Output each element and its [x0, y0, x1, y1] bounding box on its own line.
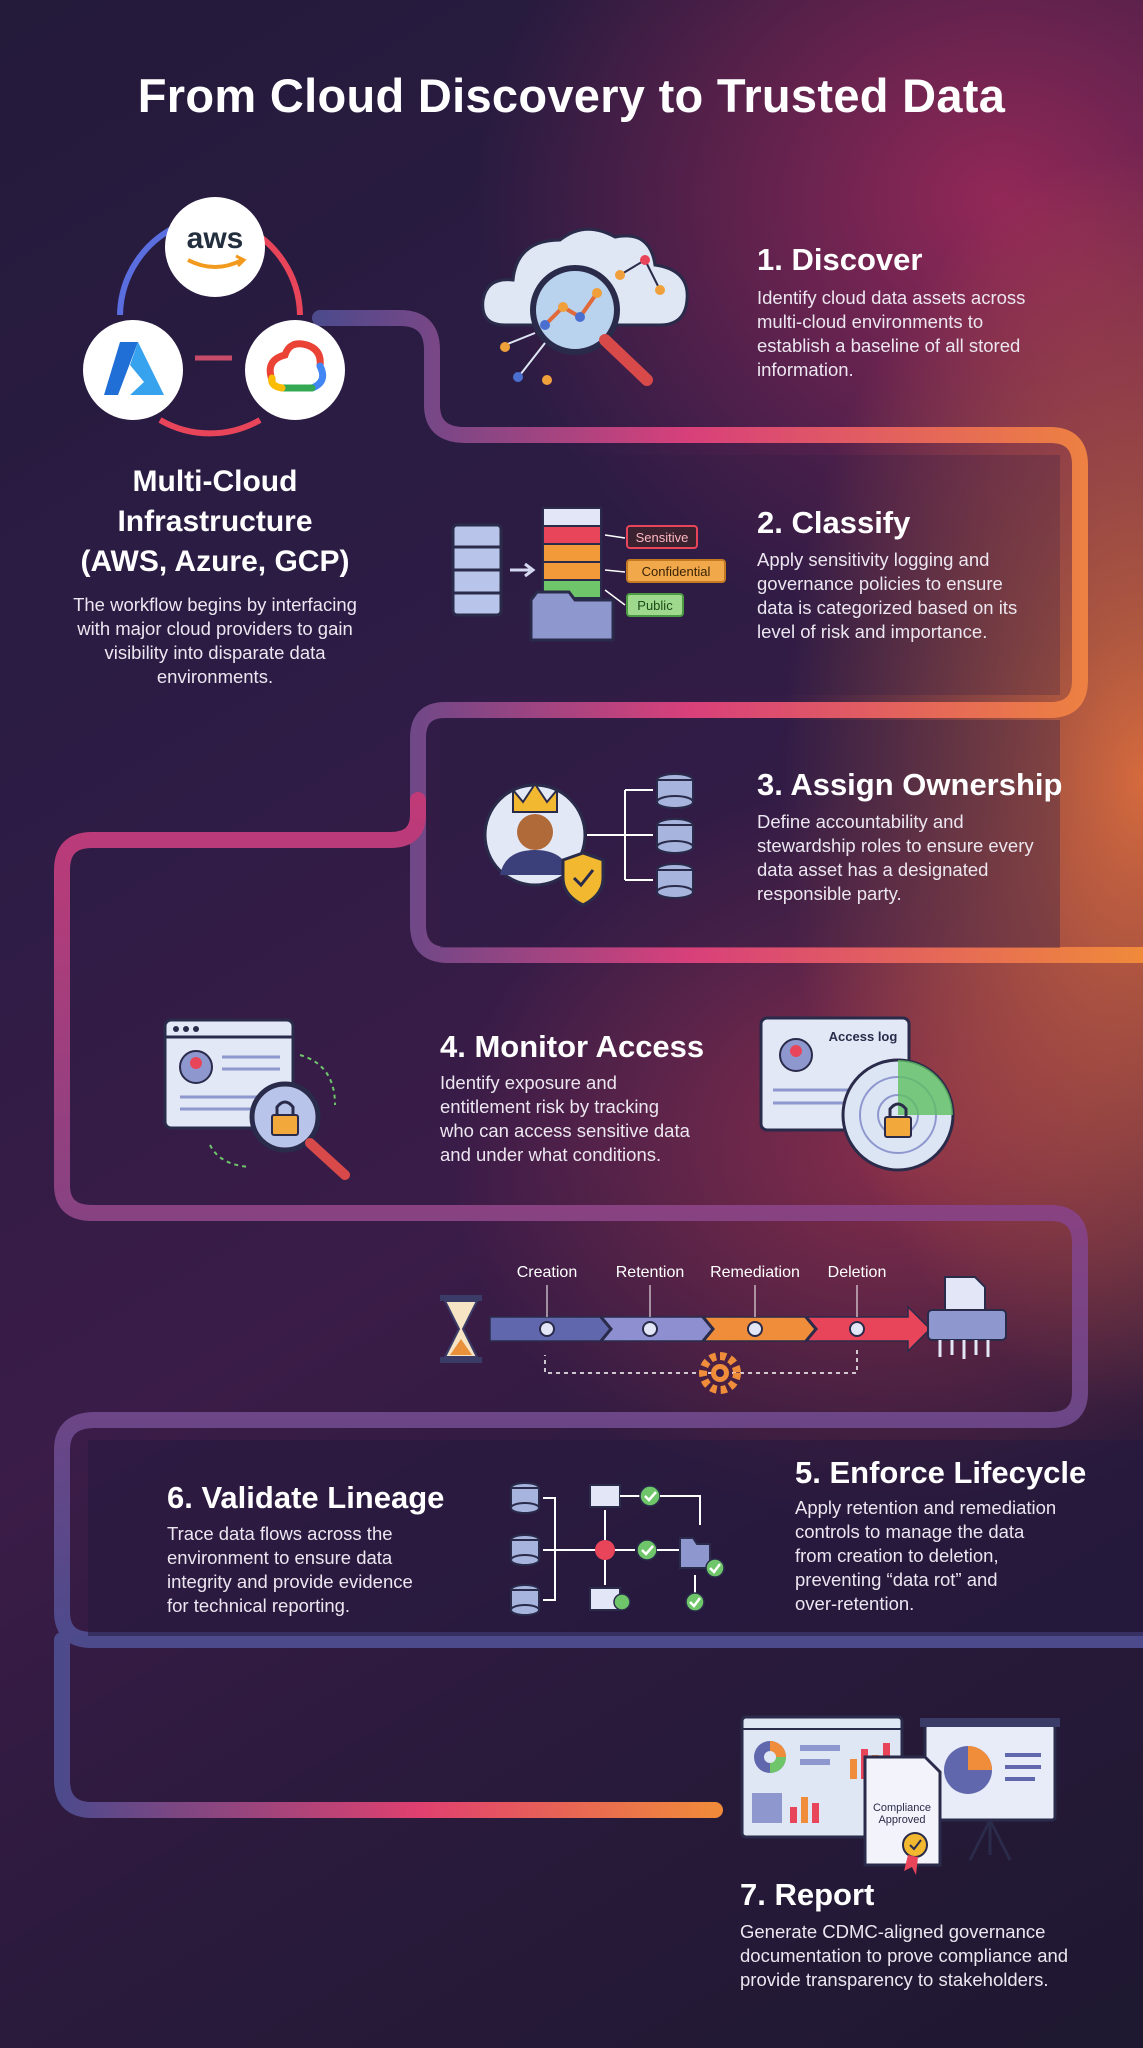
stage-retention: Retention	[616, 1264, 685, 1281]
multi-cloud-description: The workflow begins by interfacing with …	[30, 593, 400, 689]
step-6-description: Trace data flows across the environment …	[167, 1522, 497, 1618]
multi-cloud-title-line: (AWS, Azure, GCP)	[80, 544, 350, 578]
cloud-providers-diagram: aws	[83, 197, 345, 437]
step-6-title: 6. Validate Lineage	[167, 1480, 445, 1515]
aws-logo-icon: aws	[165, 197, 265, 297]
step-1-description: Identify cloud data assets across multi-…	[757, 286, 1117, 382]
gcp-logo-icon	[245, 320, 345, 420]
gear-icon	[699, 1352, 741, 1394]
tag-confidential: Confidential	[642, 564, 711, 579]
desc-line: controls to manage the data	[795, 1521, 1025, 1543]
step-7-title: 7. Report	[740, 1877, 875, 1912]
step-2-title: 2. Classify	[757, 505, 911, 540]
page-title: From Cloud Discovery to Trusted Data	[137, 69, 1006, 122]
desc-line: Trace data flows across the	[167, 1523, 393, 1544]
path-segment-3	[54, 1632, 723, 1818]
desc-line: responsible party.	[757, 883, 902, 905]
classify-icon: Sensitive Confidential Public	[451, 507, 726, 642]
shredder-icon	[927, 1276, 1007, 1359]
azure-logo-icon	[83, 320, 183, 420]
aws-logo-text: aws	[187, 222, 244, 255]
desc-line: with major cloud providers to gain	[77, 618, 353, 640]
tag-sensitive: Sensitive	[636, 530, 689, 545]
stage-remediation: Remediation	[710, 1264, 800, 1281]
step-2-description: Apply sensitivity logging and governance…	[757, 548, 1117, 644]
tag-public: Public	[637, 598, 673, 613]
desc-line: Identify exposure and	[440, 1072, 617, 1093]
desc-line: from creation to deletion,	[795, 1545, 999, 1567]
monitor-access-profile-icon	[163, 1018, 350, 1180]
step-4-description: Identify exposure and entitlement risk b…	[440, 1071, 740, 1167]
compliance-badge-line2: Approved	[878, 1814, 925, 1826]
desc-line: who can access sensitive data	[440, 1120, 690, 1142]
desc-line: level of risk and importance.	[757, 621, 988, 643]
stage-creation: Creation	[517, 1264, 577, 1281]
desc-line: Apply retention and remediation	[795, 1497, 1057, 1518]
desc-line: environments.	[156, 666, 274, 688]
step-3-title: 3. Assign Ownership	[757, 767, 1063, 802]
step-5-description: Apply retention and remediation controls…	[795, 1496, 1125, 1616]
desc-line: over-retention.	[795, 1593, 915, 1615]
step-3-description: Define accountability and stewardship ro…	[757, 810, 1117, 906]
stage-deletion: Deletion	[828, 1264, 887, 1281]
step-4-title: 4. Monitor Access	[440, 1029, 705, 1064]
step-5-title: 5. Enforce Lifecycle	[795, 1455, 1087, 1490]
discover-cloud-magnifier-icon	[481, 227, 689, 386]
path-segment-1	[312, 310, 1143, 963]
desc-line: data is categorized based on its	[757, 597, 1018, 619]
multi-cloud-title-line: Infrastructure	[117, 504, 313, 538]
desc-line: stewardship roles to ensure every	[757, 835, 1034, 857]
report-dashboards-icon: Compliance Approved	[740, 1715, 1060, 1875]
multi-cloud-title: Multi-Cloud Infrastructure (AWS, Azure, …	[30, 462, 400, 582]
step-1-title: 1. Discover	[757, 242, 923, 277]
desc-line: Identify cloud data assets across	[757, 287, 1026, 308]
desc-line: Apply sensitivity logging and	[757, 549, 990, 570]
desc-line: integrity and provide evidence	[167, 1571, 413, 1593]
desc-line: information.	[757, 359, 854, 381]
compliance-badge-line1: Compliance	[873, 1802, 931, 1814]
desc-line: establish a baseline of all stored	[757, 335, 1021, 357]
lifecycle-timeline: Creation Retention Remediation Deletion	[440, 1264, 1007, 1394]
desc-line: documentation to prove compliance and	[740, 1945, 1069, 1967]
desc-line: governance policies to ensure	[757, 573, 1003, 595]
desc-line: preventing “data rot” and	[795, 1569, 998, 1591]
desc-line: and under what conditions.	[440, 1144, 662, 1166]
desc-line: provide transparency to stakeholders.	[740, 1969, 1049, 1991]
assign-ownership-icon	[483, 773, 694, 907]
desc-line: visibility into disparate data	[104, 642, 326, 664]
step-7-description: Generate CDMC-aligned governance documen…	[740, 1920, 1130, 1992]
desc-line: entitlement risk by tracking	[440, 1096, 660, 1118]
desc-line: environment to ensure data	[167, 1547, 393, 1569]
access-log-label: Access log	[829, 1029, 898, 1044]
access-log-radar-icon: Access log	[759, 1016, 955, 1172]
desc-line: for technical reporting.	[167, 1595, 351, 1617]
path-segment-2	[54, 792, 1143, 1648]
hourglass-icon	[440, 1295, 482, 1363]
lineage-flow-icon	[510, 1482, 725, 1616]
desc-line: Generate CDMC-aligned governance	[740, 1921, 1046, 1942]
desc-line: multi-cloud environments to	[757, 311, 984, 333]
desc-line: The workflow begins by interfacing	[73, 594, 357, 615]
desc-line: Define accountability and	[757, 811, 964, 832]
multi-cloud-title-line: Multi-Cloud	[132, 465, 298, 498]
desc-line: data asset has a designated	[757, 859, 989, 881]
